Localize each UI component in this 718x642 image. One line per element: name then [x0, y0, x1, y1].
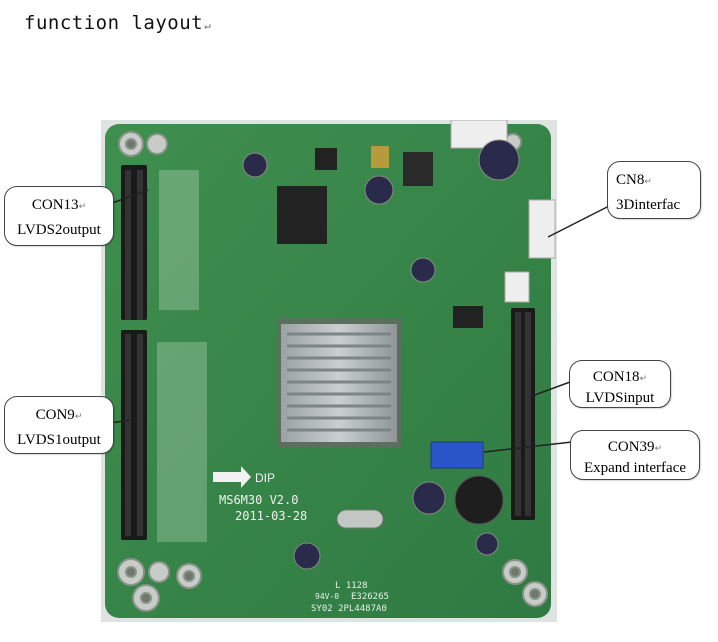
silkscreen-cert: E326265: [351, 592, 389, 602]
crystal-oscillator: [336, 509, 384, 529]
ic-chip-small-2: [371, 146, 389, 168]
callout-cn8-title: CN8↵: [616, 168, 700, 193]
callout-con9: CON9↵ LVDS1output: [4, 396, 114, 454]
inductor: [454, 475, 504, 525]
main-ic-chip: [277, 186, 327, 244]
callout-con13-title: CON13↵: [5, 193, 113, 218]
heatsink: [277, 318, 401, 448]
pin-dots-left: [125, 170, 143, 536]
callout-con18-title: CON18↵: [570, 367, 670, 388]
mounting-holes: [117, 131, 548, 612]
heading-text: function layout: [24, 12, 204, 34]
paragraph-mark: ↵: [204, 19, 212, 32]
callout-con9-title: CON9↵: [5, 403, 113, 428]
silkscreen-code: SY02 2PL4487A0: [311, 604, 387, 614]
left-pin-header-lower: [121, 330, 147, 540]
right-pin-header: [511, 308, 535, 520]
silkscreen-dip: DIP: [255, 471, 275, 485]
callout-cn8: CN8↵ 3Dinterfac: [607, 161, 701, 219]
con18-description: LVDSinput: [585, 390, 655, 406]
paragraph-mark: ↵: [639, 373, 648, 383]
dip-arrow-icon: [213, 466, 251, 488]
callout-con18: CON18↵ LVDSinput: [569, 360, 671, 408]
small-white-connector: [504, 271, 530, 303]
ic-regulator: [403, 152, 433, 186]
callout-con39-title: CON39↵: [571, 437, 699, 458]
paragraph-mark: ↵: [78, 201, 87, 211]
callout-con39: CON39↵ Expand interface: [570, 430, 700, 480]
pcb-board-photo: DIP MS6M30 V2.0 2011-03-28 L 1128 94V-0 …: [101, 120, 557, 622]
silkscreen-label-columns: [157, 170, 207, 542]
cn8-label: CN8: [616, 172, 645, 188]
paragraph-mark: ↵: [74, 411, 83, 421]
callout-con13: CON13↵ LVDS2output: [4, 186, 114, 246]
con13-description: LVDS2output: [17, 222, 101, 238]
paragraph-mark: ↵: [654, 443, 663, 453]
left-pin-header-upper: [121, 165, 147, 320]
ic-chip-small: [315, 148, 337, 170]
con39-description: Expand interface: [583, 460, 687, 476]
blue-connector: [430, 441, 484, 469]
con18-label: CON18: [592, 369, 640, 385]
con9-label: CON9: [35, 407, 75, 423]
con39-label: CON39: [607, 439, 655, 455]
con13-label: CON13: [31, 197, 79, 213]
con9-description: LVDS1output: [17, 432, 101, 448]
ic-chip-right: [453, 306, 483, 328]
capacitors: [242, 139, 520, 570]
paragraph-mark: ↵: [644, 176, 652, 186]
page-heading: function layout↵: [24, 12, 211, 34]
silkscreen-part: L 1128: [335, 581, 368, 591]
silkscreen-model: MS6M30 V2.0: [219, 493, 298, 507]
cn8-description: 3Dinterfac: [616, 197, 681, 213]
silkscreen-date: 2011-03-28: [235, 509, 307, 523]
cn8-connector: [528, 199, 556, 259]
silkscreen-rating: 94V-0: [315, 592, 339, 601]
